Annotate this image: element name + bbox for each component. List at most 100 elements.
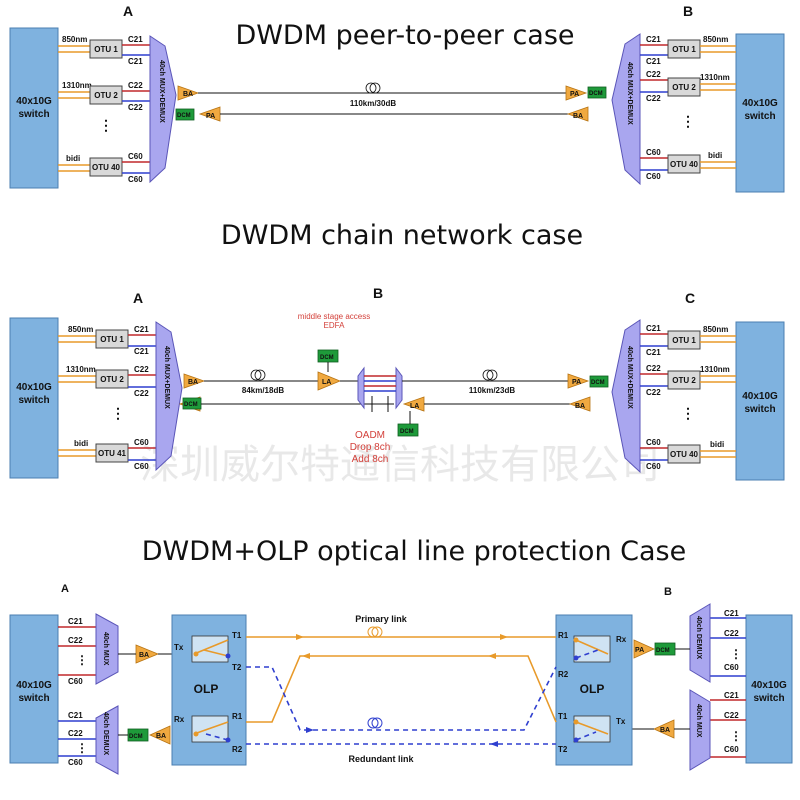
section3-right-top-c21: C21 <box>724 609 739 618</box>
section3-left-switch <box>9 614 59 764</box>
section3-right-switch <box>745 614 793 764</box>
section2-right-dcm-label: DCM <box>591 380 605 386</box>
section2-site-a: A <box>133 290 143 306</box>
section3-right-mux <box>689 689 711 771</box>
section2-fiber-spool-left-icon <box>250 369 266 381</box>
section3-left-bottom-c21: C21 <box>68 711 83 720</box>
section2-right-channel-lines <box>640 333 668 461</box>
section3-right-port-t1: T1 <box>558 712 568 721</box>
section3-right-channel-lines <box>710 617 746 758</box>
section1-client-1310-left: 1310nm <box>62 81 92 90</box>
section2-site-c: C <box>685 290 695 306</box>
section2-left-client-lines <box>58 335 96 457</box>
section2-right-switch-line1: 40x10G <box>742 391 778 402</box>
section2-otu-40-left <box>95 443 129 463</box>
section2-middle-dcm-top-label: DCM <box>320 355 334 361</box>
section1-ch-c60-rx-right: C60 <box>646 172 661 181</box>
section1-left-ba <box>177 85 200 101</box>
section3-primary-label: Primary link <box>355 614 408 624</box>
section3-right-olp-rx-switch <box>573 635 611 663</box>
section3-right-bottom-c22: C22 <box>724 711 739 720</box>
section1-client-bidi-left: bidi <box>66 154 80 163</box>
section1-otu-40-right <box>667 154 701 174</box>
section2-middle-la-bottom-label: LA <box>410 403 419 410</box>
section2-span-left-label: 84km/18dB <box>242 386 284 395</box>
section2-right-client-lines <box>700 335 736 458</box>
section2-oadm-line2: Drop 8ch <box>350 442 391 453</box>
section3-right-switch-line1: 40x10G <box>751 680 787 691</box>
section2-edfa-note-line2: EDFA <box>324 321 346 330</box>
section2-client-850-left: 850nm <box>68 325 93 334</box>
section2-ch-c22-rx-left: C22 <box>134 389 149 398</box>
section1-otu-2-left-label: OTU 2 <box>94 91 118 100</box>
section2-otu-1-left <box>95 329 129 349</box>
section1-right-ba <box>566 106 589 122</box>
section2-oadm-channels <box>364 375 396 412</box>
section2-ellipsis-right: ⋮ <box>681 405 695 421</box>
section3-redundant-label: Redundant link <box>349 754 415 764</box>
section2-otu-1-left-label: OTU 1 <box>100 335 124 344</box>
section3-right-port-tx: Tx <box>616 717 626 726</box>
section2-right-ba <box>568 396 591 412</box>
section2-oadm-right-filter <box>395 366 403 410</box>
section1-site-a: A <box>123 3 133 19</box>
section3-left-top-c60: C60 <box>68 677 83 686</box>
section2-otu-2-left-label: OTU 2 <box>100 375 124 384</box>
section3-right-demux-label: 40ch DEMUX <box>695 616 702 660</box>
section3-left-demux <box>95 705 119 775</box>
section3-title: DWDM+OLP optical line protection Case <box>142 536 686 567</box>
section1-ellipsis-right: ⋮ <box>681 113 695 129</box>
section3-right-port-t2: T2 <box>558 745 568 754</box>
section3-right-mux-label: 40ch MUX <box>695 704 702 738</box>
section2-right-ba-label: BA <box>575 403 585 410</box>
section2-oadm-left-filter <box>357 366 365 410</box>
section2-right-mux <box>611 319 641 474</box>
section3-left-port-t1: T1 <box>232 631 242 640</box>
section1-otu-40-left <box>89 157 123 177</box>
section1-ch-c21-tx-left: C21 <box>128 35 143 44</box>
section3-right-ba-label: BA <box>660 727 670 734</box>
section3-left-port-t2: T2 <box>232 663 242 672</box>
section1-otu-1-right-label: OTU 1 <box>672 45 696 54</box>
section2-fiber-spool-right-icon <box>482 369 498 381</box>
section2-ellipsis-left: ⋮ <box>111 405 125 421</box>
section2-ch-c60-tx-left: C60 <box>134 438 149 447</box>
section3-left-olp-internals <box>193 639 231 743</box>
section1-right-switch-line2: switch <box>744 111 775 122</box>
section1-left-switch <box>9 27 59 189</box>
section2-left-ba <box>183 373 206 389</box>
section1-otu-2-right <box>667 77 701 97</box>
section2-right-mux-label: 40ch MUX+DEMUX <box>626 346 633 409</box>
section1-right-pa <box>565 85 588 101</box>
section2-client-1310-left: 1310nm <box>66 365 96 374</box>
section3-right-switch-line2: switch <box>753 693 784 704</box>
section1-ch-c21-rx-right: C21 <box>646 57 661 66</box>
section1-otu-1-left-label: OTU 1 <box>94 45 118 54</box>
section1-ch-c21-tx-right: C21 <box>646 35 661 44</box>
section3-left-ba-label: BA <box>139 652 149 659</box>
section2-right-switch-line2: switch <box>744 404 775 415</box>
section1-left-dcm-label: DCM <box>177 113 191 119</box>
section2-ch-c60-tx-right: C60 <box>646 438 661 447</box>
section3-left-top-c22: C22 <box>68 636 83 645</box>
section1-left-switch-line1: 40x10G <box>16 96 52 107</box>
section2-otu-40-right-label: OTU 40 <box>670 450 699 459</box>
section1-ellipsis-left: ⋮ <box>99 117 113 133</box>
section1-ch-c60-rx-left: C60 <box>128 175 143 184</box>
section1-right-switch-line1: 40x10G <box>742 98 778 109</box>
section2-title: DWDM chain network case <box>221 220 583 251</box>
section1-client-850-left: 850nm <box>62 35 87 44</box>
section1-right-dcm <box>587 86 607 99</box>
section1-right-switch <box>735 33 785 193</box>
section3-right-olp-internals <box>573 637 609 743</box>
section1-right-mux <box>611 33 641 186</box>
section2-span-right-label: 110km/23dB <box>469 386 515 395</box>
section2-middle-dcm-bottom <box>397 423 419 437</box>
section3-right-top-c22: C22 <box>724 629 739 638</box>
section1-otu-2-left <box>89 85 123 105</box>
section2-otu-40-right <box>667 444 701 464</box>
section3-site-b: B <box>664 586 672 598</box>
section1-title: DWDM peer-to-peer case <box>235 20 574 51</box>
section2-otu-2-left <box>95 369 129 389</box>
